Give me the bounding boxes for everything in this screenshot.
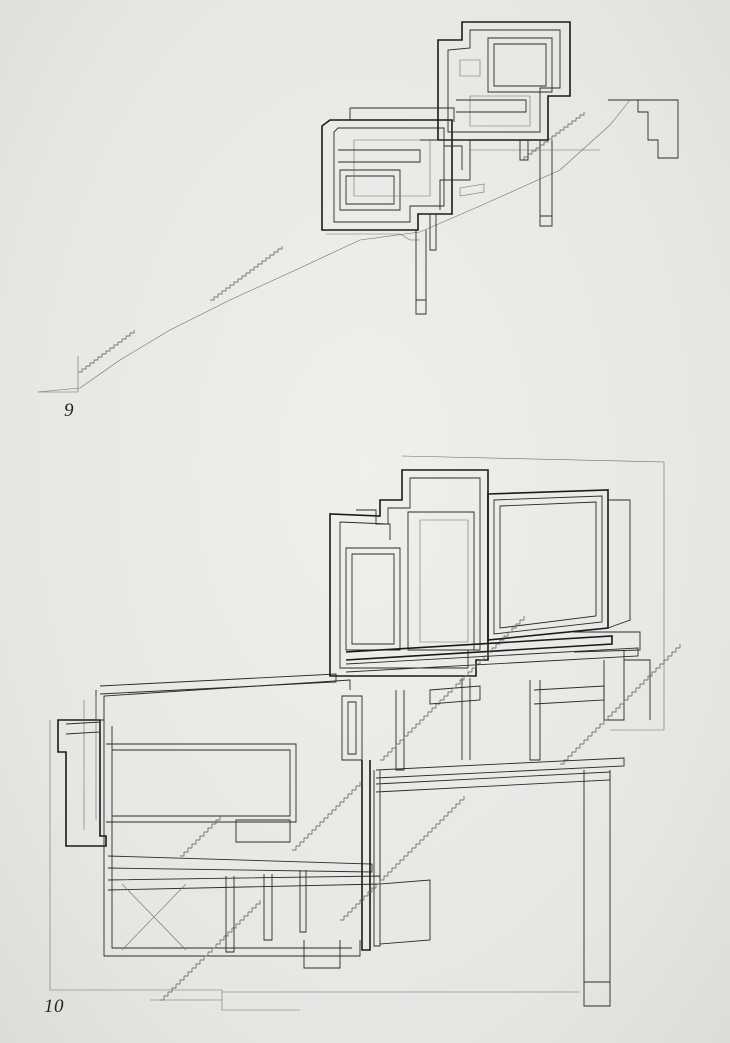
fig10-stair-mid [340,796,465,921]
fig9-pier-left [415,230,427,315]
fig9-upper-block [437,21,571,141]
figure-10-number: 10 [44,996,64,1017]
fig10-stair-far-right [560,644,681,765]
fig9-slope-line [37,99,678,393]
fig10-upper-block [329,469,489,677]
fig9-pier-right [539,140,553,227]
fig10-left-block [57,719,107,847]
fig10-stair-left [180,816,221,857]
fig9-stair-lower [78,330,135,373]
fig10-stair-upper-right [380,616,525,761]
fig10-ground-line [150,991,580,1001]
figure-9-drawing [37,21,679,393]
fig9-stair-upper [520,112,585,161]
fig10-stair-centre [292,782,361,851]
fig9-lower-block [321,119,453,231]
fig9-stair-mid [210,246,283,301]
figure-9-number: 9 [64,400,74,421]
fig10-right-block [487,489,609,641]
fig10-stair-main [160,900,261,1001]
figure-10-drawing [49,455,681,1011]
fig10-central-spine [361,760,371,951]
fig10-outer-frame [49,455,665,1011]
fig10-pier-right [583,770,611,1007]
fig10-bridge-band [345,635,613,661]
